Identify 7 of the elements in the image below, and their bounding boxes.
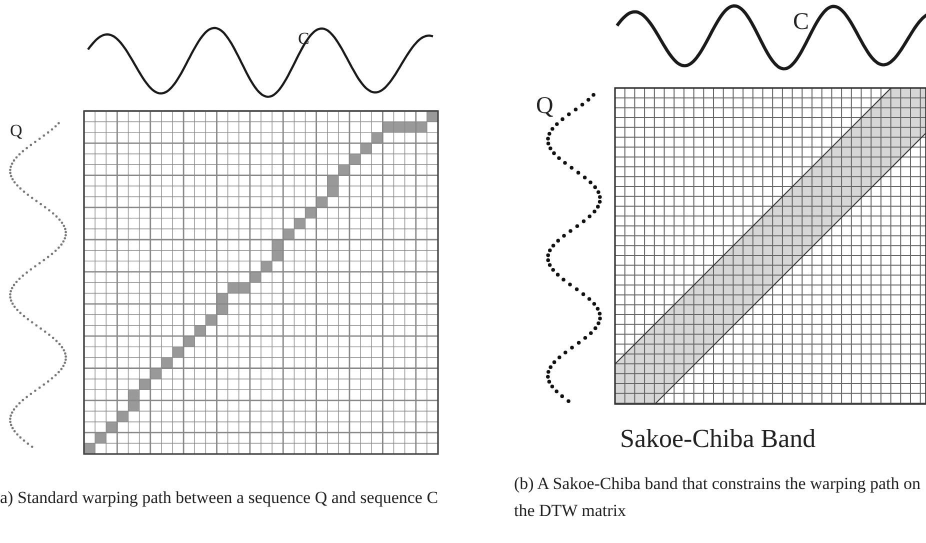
band-label: Sakoe-Chiba Band (620, 426, 816, 452)
sequence-label: Q (536, 94, 554, 118)
sequence-label: Q (10, 122, 22, 139)
figure-caption: a) Standard warping path between a sequence Q and sequence C (0, 487, 440, 509)
figure-caption: (b) A Sakoe-Chiba band that constrains the warping path on the DTW matrix (514, 473, 922, 522)
sequence-label: C (298, 30, 310, 47)
sequence-label: C (793, 10, 810, 34)
